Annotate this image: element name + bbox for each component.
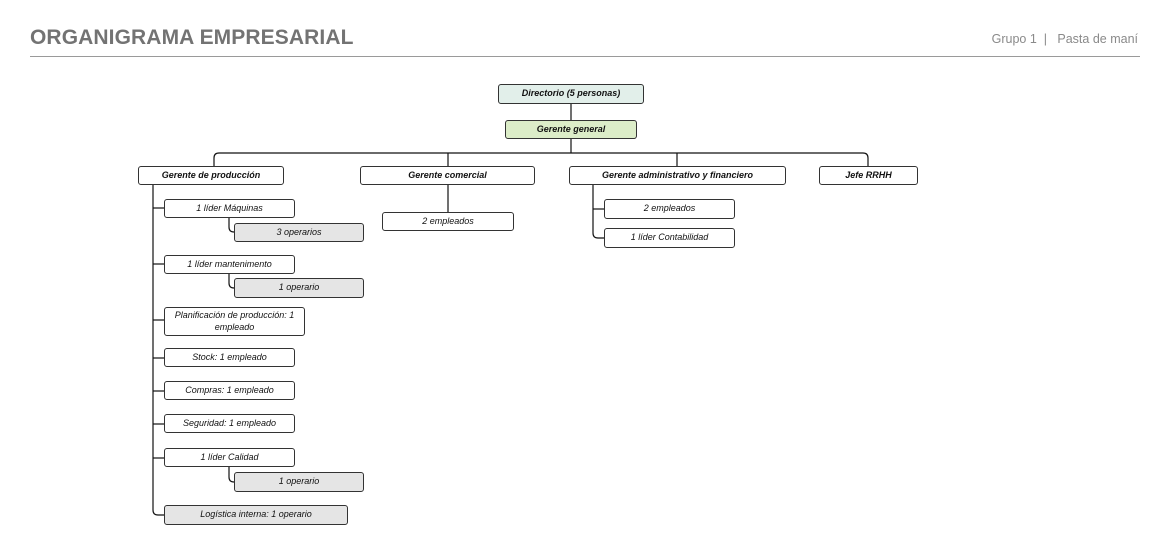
node-planning: Planificación de producción: 1 empleado xyxy=(164,307,305,336)
node-accounting-lead: 1 líder Contabilidad xyxy=(604,228,735,248)
node-purchasing: Compras: 1 empleado xyxy=(164,381,295,400)
node-admin-manager: Gerente administrativo y financiero xyxy=(569,166,786,185)
node-machines-lead: 1 líder Máquinas xyxy=(164,199,295,218)
connector-maintenance-ops xyxy=(228,273,235,289)
node-quality-lead: 1 líder Calidad xyxy=(164,448,295,467)
node-commercial-employees: 2 empleados xyxy=(382,212,514,231)
node-maintenance-lead: 1 líder mantenimento xyxy=(164,255,295,274)
node-machines-operators: 3 operarios xyxy=(234,223,364,242)
node-stock: Stock: 1 empleado xyxy=(164,348,295,367)
node-general-manager: Gerente general xyxy=(505,120,637,139)
node-maintenance-operator: 1 operario xyxy=(234,278,364,298)
node-logistics: Logística interna: 1 operario xyxy=(164,505,348,525)
connector-admin-spine xyxy=(592,185,604,239)
connector-machines-ops xyxy=(228,218,235,233)
node-hr-manager: Jefe RRHH xyxy=(819,166,918,185)
node-commercial-manager: Gerente comercial xyxy=(360,166,535,185)
header-meta: Grupo 1 | Pasta de maní xyxy=(991,32,1138,46)
connector-quality-ops xyxy=(228,467,235,483)
connector-top-bus xyxy=(213,152,869,166)
connector-production-spine xyxy=(152,185,164,516)
header-divider xyxy=(30,56,1140,57)
node-production-manager: Gerente de producción xyxy=(138,166,284,185)
page-title: ORGANIGRAMA EMPRESARIAL xyxy=(30,26,354,49)
node-board: Directorio (5 personas) xyxy=(498,84,644,104)
node-admin-employees: 2 empleados xyxy=(604,199,735,219)
node-safety: Seguridad: 1 empleado xyxy=(164,414,295,433)
node-quality-operator: 1 operario xyxy=(234,472,364,492)
